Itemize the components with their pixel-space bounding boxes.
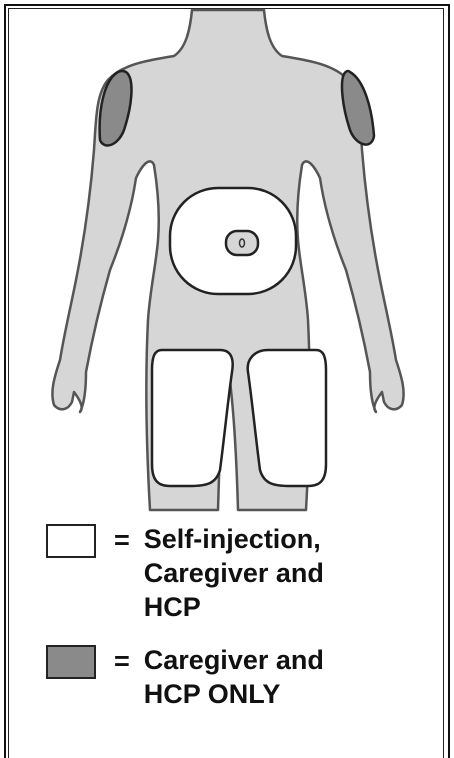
right-thigh-zone xyxy=(248,350,326,486)
navel-exclusion xyxy=(226,231,258,255)
legend-line: Caregiver and xyxy=(144,556,324,590)
gray-swatch xyxy=(46,645,96,679)
legend-caregiver-only: = Caregiver and HCP ONLY xyxy=(46,643,324,711)
legend-self-injection: = Self-injection, Caregiver and HCP xyxy=(46,522,324,624)
legend-line: Caregiver and xyxy=(144,643,324,677)
equals-sign: = xyxy=(114,522,130,558)
legend-caregiver-text: Caregiver and HCP ONLY xyxy=(144,643,324,711)
legend-line: HCP xyxy=(144,590,324,624)
legend-line: HCP ONLY xyxy=(144,677,324,711)
equals-sign: = xyxy=(114,643,130,679)
legend-self-text: Self-injection, Caregiver and HCP xyxy=(144,522,324,624)
legend-line: Self-injection, xyxy=(144,522,324,556)
white-swatch xyxy=(46,524,96,558)
left-thigh-zone xyxy=(152,350,233,486)
